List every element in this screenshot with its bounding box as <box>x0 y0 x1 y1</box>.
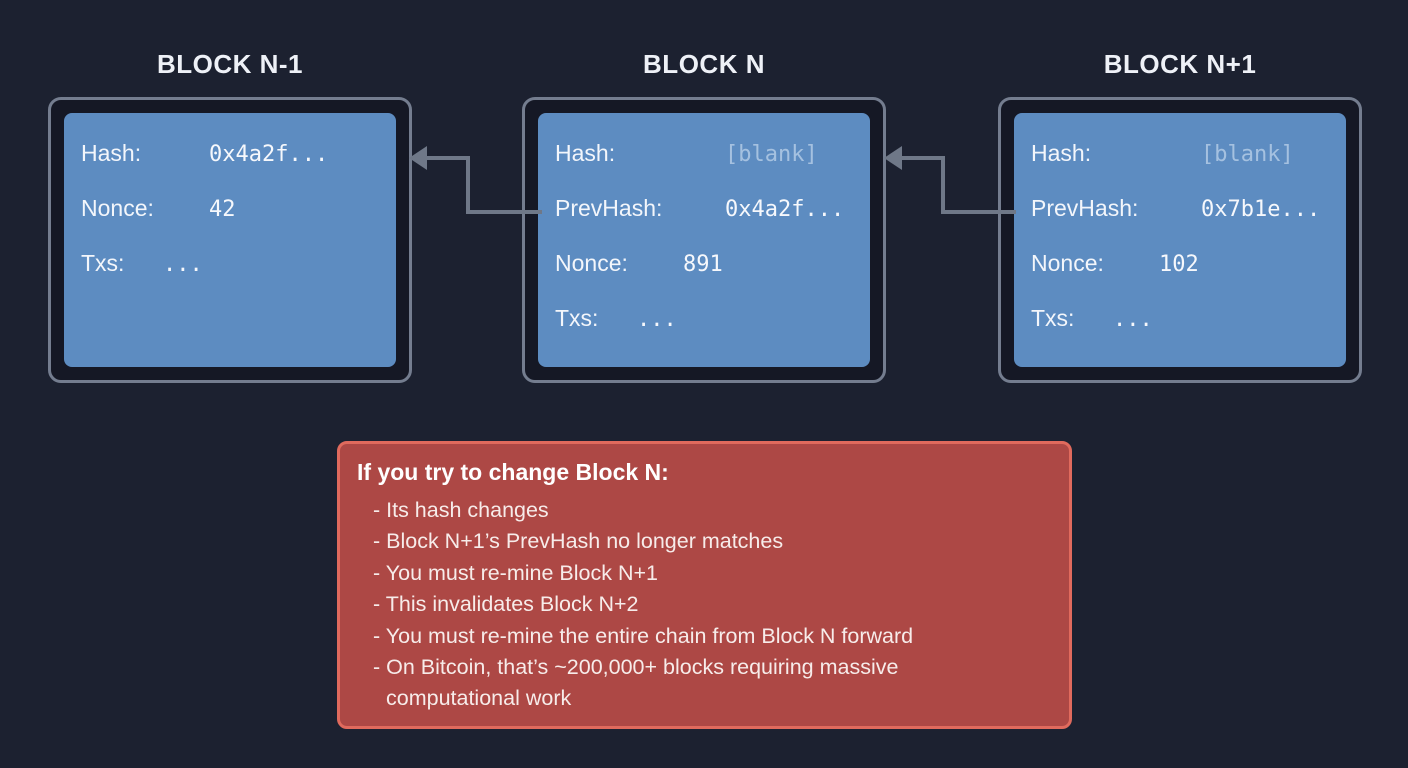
warning-item: - You must re-mine the entire chain from… <box>373 623 914 648</box>
prevhash-label: PrevHash: <box>1031 195 1139 221</box>
block-n: BLOCK N Hash: [blank] PrevHash: 0x4a2f..… <box>522 48 886 383</box>
hash-value-blank: [blank] <box>1201 142 1294 167</box>
warning-title: If you try to change Block N: <box>357 459 669 485</box>
txs-label: Txs: <box>555 305 599 331</box>
arrow-segment <box>941 156 945 214</box>
block-frame: Hash: 0x4a2f... Nonce: 42 Txs: ... <box>48 97 412 383</box>
arrow-segment <box>466 210 542 214</box>
txs-value: ... <box>163 252 203 277</box>
nonce-value: 891 <box>683 252 723 277</box>
block-title: BLOCK N <box>643 49 765 79</box>
arrow-segment <box>900 156 941 160</box>
block-frame: Hash: [blank] PrevHash: 0x7b1e... Nonce:… <box>998 97 1362 383</box>
warning-item: - Block N+1’s PrevHash no longer matches <box>373 529 784 554</box>
tamper-warning-box: If you try to change Block N: - Its hash… <box>337 441 1072 729</box>
txs-row: Txs: ... <box>555 305 870 338</box>
hash-value-blank: [blank] <box>725 142 818 167</box>
block-n-minus-1: BLOCK N-1 Hash: 0x4a2f... Nonce: 42 Txs:… <box>48 48 412 383</box>
arrow-segment <box>941 210 1016 214</box>
txs-row: Txs: ... <box>1031 305 1346 338</box>
hash-label: Hash: <box>555 140 616 166</box>
nonce-value: 102 <box>1159 252 1199 277</box>
nonce-label: Nonce: <box>555 250 628 276</box>
block-body: Hash: [blank] PrevHash: 0x4a2f... Nonce:… <box>538 113 870 367</box>
txs-value: ... <box>1113 307 1153 332</box>
nonce-row: Nonce: 102 <box>1031 250 1346 283</box>
block-body: Hash: [blank] PrevHash: 0x7b1e... Nonce:… <box>1014 113 1346 367</box>
block-title: BLOCK N-1 <box>156 49 304 79</box>
arrow-left-icon <box>884 146 902 170</box>
nonce-value: 42 <box>209 197 236 222</box>
nonce-label: Nonce: <box>81 195 154 221</box>
hash-row: Hash: [blank] <box>1031 140 1346 173</box>
hash-value: 0x4a2f... <box>209 142 329 167</box>
prevhash-row: PrevHash: 0x7b1e... <box>1031 195 1346 228</box>
warning-item-continuation: computational work <box>386 686 572 711</box>
warning-item: - On Bitcoin, that’s ~200,000+ blocks re… <box>373 655 899 680</box>
prevhash-value: 0x7b1e... <box>1201 197 1321 222</box>
warning-item: - Its hash changes <box>373 498 549 522</box>
txs-label: Txs: <box>1031 305 1075 331</box>
block-body: Hash: 0x4a2f... Nonce: 42 Txs: ... <box>64 113 396 367</box>
hash-row: Hash: [blank] <box>555 140 870 173</box>
arrow-segment <box>425 156 466 160</box>
warning-item: - You must re-mine Block N+1 <box>373 560 659 585</box>
hash-label: Hash: <box>1031 140 1092 166</box>
hash-row: Hash: 0x4a2f... <box>81 140 396 173</box>
txs-value: ... <box>637 307 677 332</box>
block-frame: Hash: [blank] PrevHash: 0x4a2f... Nonce:… <box>522 97 886 383</box>
hash-label: Hash: <box>81 140 142 166</box>
block-title: BLOCK N+1 <box>1103 49 1257 79</box>
arrow-left-icon <box>409 146 427 170</box>
nonce-row: Nonce: 42 <box>81 195 396 228</box>
txs-label: Txs: <box>81 250 125 276</box>
nonce-label: Nonce: <box>1031 250 1104 276</box>
prevhash-label: PrevHash: <box>555 195 663 221</box>
nonce-row: Nonce: 891 <box>555 250 870 283</box>
block-n-plus-1: BLOCK N+1 Hash: [blank] PrevHash: 0x7b1e… <box>998 48 1362 383</box>
prevhash-value: 0x4a2f... <box>725 197 845 222</box>
warning-item: - This invalidates Block N+2 <box>373 592 639 617</box>
prevhash-row: PrevHash: 0x4a2f... <box>555 195 870 228</box>
arrow-segment <box>466 156 470 214</box>
txs-row: Txs: ... <box>81 250 396 283</box>
